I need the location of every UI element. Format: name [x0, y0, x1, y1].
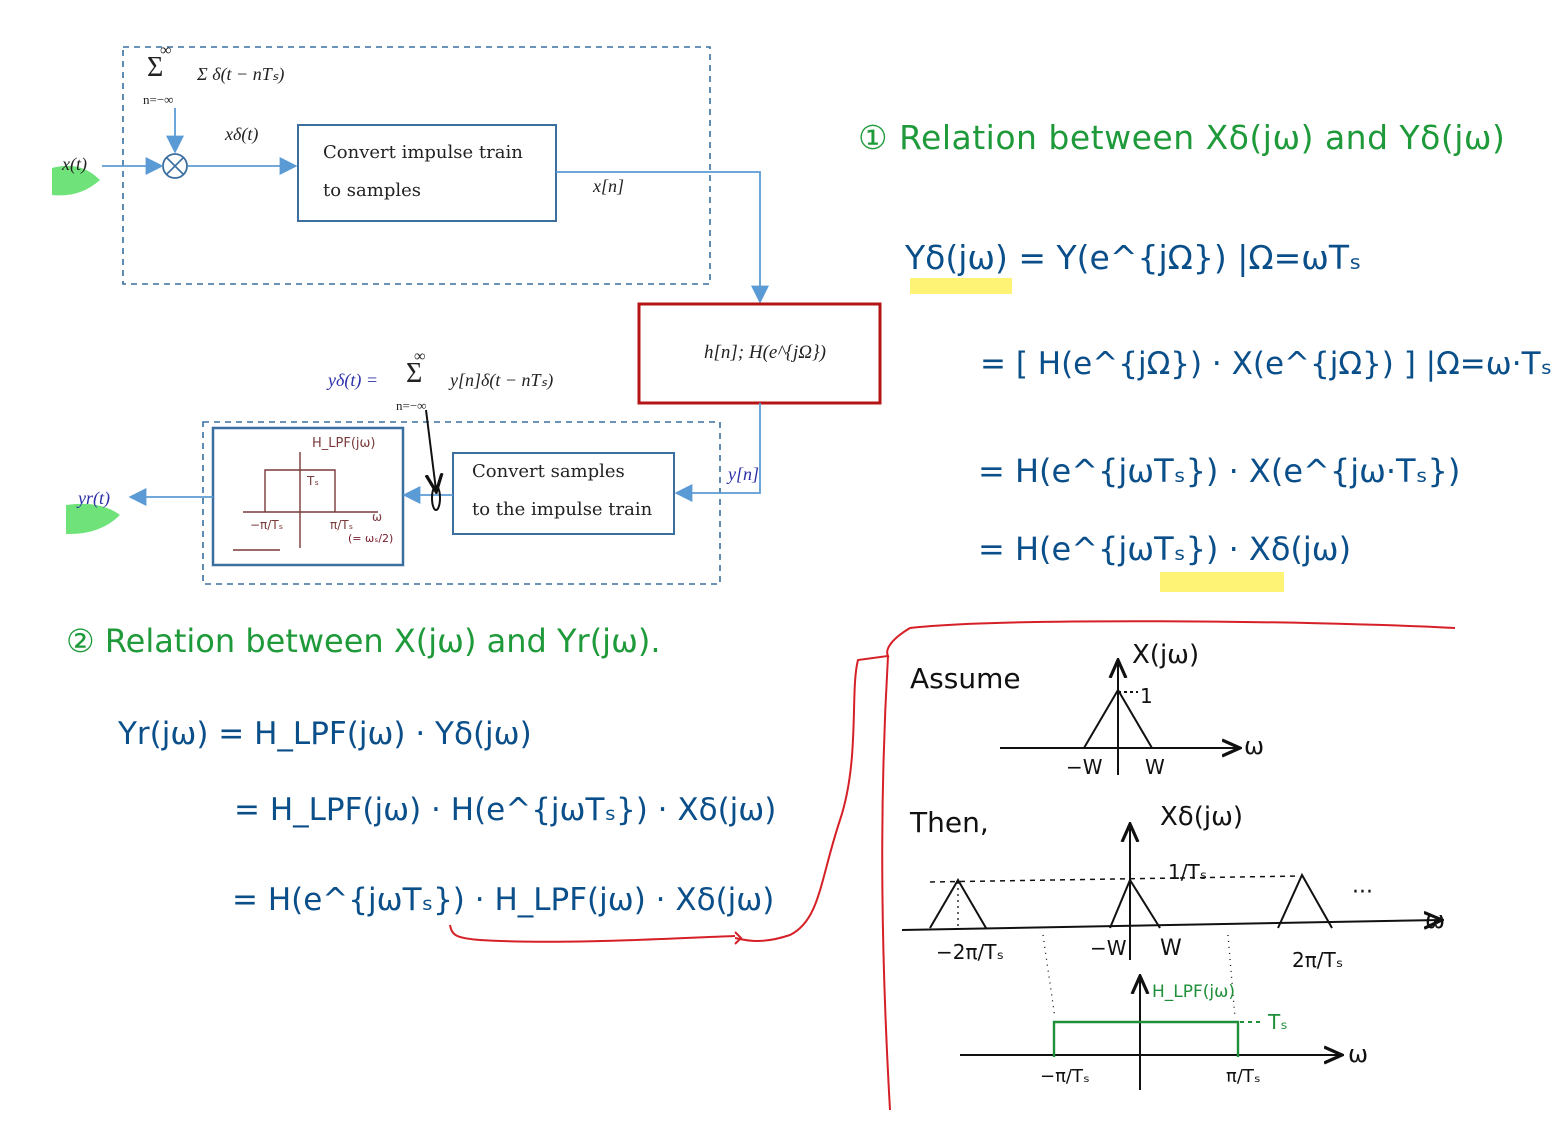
xd-plot-2pi: 2π/Tₛ — [1292, 948, 1344, 972]
xd-plot-dots: ··· — [1352, 880, 1373, 905]
xd-plot-peak: 1/Tₛ — [1168, 860, 1208, 884]
y-delta-rhs: y[n]δ(t − nTₛ) — [450, 370, 554, 390]
lpf-plot-title: H_LPF(jω) — [1152, 982, 1236, 1002]
diagram-canvas — [52, 46, 1456, 1111]
marker-highlight — [52, 165, 100, 196]
y-delta-lhs: yδ(t) = — [328, 370, 378, 390]
sum-lower: n=−∞ — [143, 92, 174, 107]
x-plot-axis: ω — [1244, 732, 1265, 760]
lpf-sketch — [233, 452, 378, 551]
lpf-plot-level: Tₛ — [1268, 1010, 1288, 1034]
y-delta-sum-sign: Σ — [406, 358, 423, 389]
convert-box-line2: to samples — [323, 180, 421, 201]
lpf-plot-axis: ω — [1348, 1040, 1369, 1068]
input-signal-label: x(t) — [62, 154, 87, 174]
red-connector — [734, 620, 1456, 942]
section2-line1: Yr(jω) = H_LPF(jω) · Yδ(jω) — [118, 716, 532, 752]
y-delta-lower: n=−∞ — [396, 398, 427, 413]
xd-plot-title: Xδ(jω) — [1160, 802, 1244, 832]
sum-upper: ∞ — [160, 42, 172, 59]
xd-plot-neg2pi: −2π/Tₛ — [936, 940, 1004, 964]
x-plot-peak: 1 — [1140, 684, 1153, 708]
lpf-plot — [960, 978, 1340, 1090]
y-delta-upper: ∞ — [414, 348, 426, 365]
xd-plot-axis: ω — [1425, 906, 1446, 934]
sum-sign: Σ — [147, 52, 164, 83]
lpf-box — [211, 426, 405, 567]
x-plot-neg: −W — [1066, 755, 1103, 779]
convert-box — [297, 124, 557, 222]
convert-back-box — [452, 452, 675, 535]
highlight-y-delta — [910, 278, 1012, 294]
lpf-sketch-pos: π/Tₛ — [330, 518, 354, 532]
section2-line3: = H(e^{jωTₛ}) · H_LPF(jω) · Xδ(jω) — [232, 882, 775, 918]
lpf-sketch-height: Tₛ — [307, 474, 319, 488]
convert-back-line2: to the impulse train — [472, 499, 653, 520]
impulse-train-label: Σ δ(t − nTₛ) — [197, 64, 285, 84]
xd-plot-negw: −W — [1090, 936, 1127, 960]
sampled-signal-label: xδ(t) — [225, 124, 259, 144]
assume-label: Assume — [910, 662, 1021, 695]
output-discrete-label: y[n] — [728, 464, 759, 484]
lpf-plot-neg: −π/Tₛ — [1040, 1066, 1090, 1087]
marker-highlight — [66, 503, 120, 535]
reconstruction-group — [202, 421, 721, 585]
lpf-sketch-neg: −π/Tₛ — [250, 518, 284, 532]
section2-line2: = H_LPF(jω) · H(e^{jωTₛ}) · Xδ(jω) — [234, 792, 777, 828]
convert-back-line1: Convert samples — [472, 461, 625, 482]
output-signal-label: yr(t) — [78, 488, 110, 508]
section1-line1: Yδ(jω) = Y(e^{jΩ}) |Ω=ωTₛ — [905, 238, 1362, 277]
section1-line4: = H(e^{jωTₛ}) · Xδ(jω) — [978, 530, 1352, 568]
assume-plot — [1000, 662, 1238, 775]
section1-line2: = [ H(e^{jΩ}) · X(e^{jΩ}) ] |Ω=ω·Tₛ — [980, 346, 1552, 382]
section1-line3: = H(e^{jωTₛ}) · X(e^{jω·Tₛ}) — [978, 452, 1461, 490]
x-plot-pos: W — [1145, 755, 1165, 779]
x-plot-title: X(jω) — [1132, 640, 1200, 670]
lpf-sketch-title: H_LPF(jω) — [312, 436, 376, 451]
xd-plot-w: W — [1160, 936, 1182, 961]
then-plot — [901, 826, 1440, 1019]
lpf-sketch-note: (= ωₛ/2) — [348, 532, 394, 545]
section1-title: ① Relation between Xδ(jω) and Yδ(jω) — [858, 118, 1506, 157]
then-label: Then, — [910, 806, 989, 839]
highlight-x-delta — [1160, 572, 1284, 592]
lpf-sketch-axis: ω — [372, 510, 383, 524]
section2-title: ② Relation between X(jω) and Yr(jω). — [66, 622, 661, 660]
lpf-plot-pos: π/Tₛ — [1226, 1066, 1261, 1087]
discrete-signal-label: x[n] — [593, 176, 624, 196]
system-box-label: h[n]; H(e^{jΩ}) — [704, 342, 826, 363]
convert-box-line1: Convert impulse train — [323, 142, 523, 163]
